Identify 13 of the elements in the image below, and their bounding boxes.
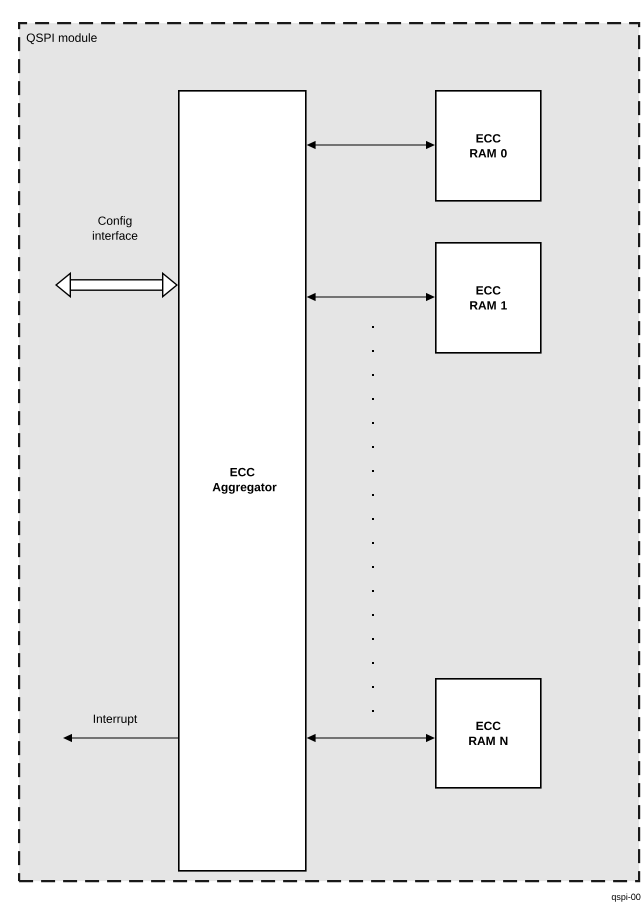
ram-block — [435, 678, 542, 789]
ram-block — [435, 90, 542, 202]
edge-label: Interrupt — [94, 714, 138, 726]
aggregator-block — [178, 90, 307, 872]
block-label: ECC RAM 1 — [470, 286, 507, 310]
interface-arrow — [55, 272, 178, 298]
block-label: ECC RAM N — [469, 722, 508, 745]
edge-label: Config interface — [92, 216, 138, 240]
module-title: QSPI module — [26, 33, 97, 44]
ram-block — [435, 242, 542, 354]
block-label: ECC RAM 0 — [470, 134, 507, 158]
figure-id: qspi-00 — [612, 893, 640, 902]
block-label: ECC Aggregator — [212, 468, 277, 494]
